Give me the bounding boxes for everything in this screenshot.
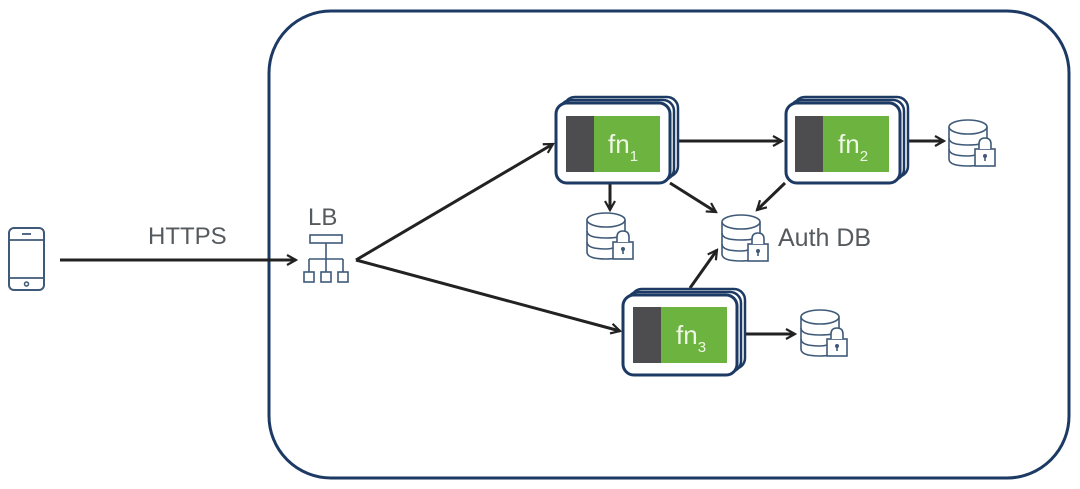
- locked-database-icon: [948, 119, 996, 167]
- function-body: [661, 307, 727, 363]
- function-handler-bar: [795, 116, 823, 172]
- function-body: [594, 116, 660, 172]
- mobile-phone-icon: [8, 227, 45, 291]
- function-handler-bar: [566, 116, 594, 172]
- auth-db: Auth DB: [721, 214, 871, 262]
- edge-lb-fn3: [355, 258, 620, 331]
- auth-db-label: Auth DB: [778, 224, 871, 252]
- function-fn1[interactable]: fn1: [554, 95, 680, 185]
- edge-fn1-authdb: [669, 181, 716, 214]
- network-hierarchy-icon: [303, 234, 349, 283]
- function-handler-bar: [633, 307, 661, 363]
- function-label: fn2: [838, 129, 868, 165]
- function-label: fn1: [608, 129, 638, 165]
- edge-fn3-authdb: [688, 250, 717, 289]
- https-label: HTTPS: [148, 223, 227, 250]
- lb-label: LB: [308, 204, 337, 231]
- locked-database-icon: [800, 309, 848, 357]
- edge-lb-fn1: [355, 142, 553, 262]
- function-label: fn3: [676, 320, 706, 356]
- locked-database-icon: [721, 214, 769, 262]
- function-body: [823, 116, 889, 172]
- cloud-container: [267, 9, 1071, 480]
- locked-database-icon: [586, 212, 634, 260]
- function-fn2[interactable]: fn2: [784, 95, 910, 185]
- edge-fn2-authdb: [757, 181, 787, 210]
- function-fn3[interactable]: fn3: [621, 287, 747, 377]
